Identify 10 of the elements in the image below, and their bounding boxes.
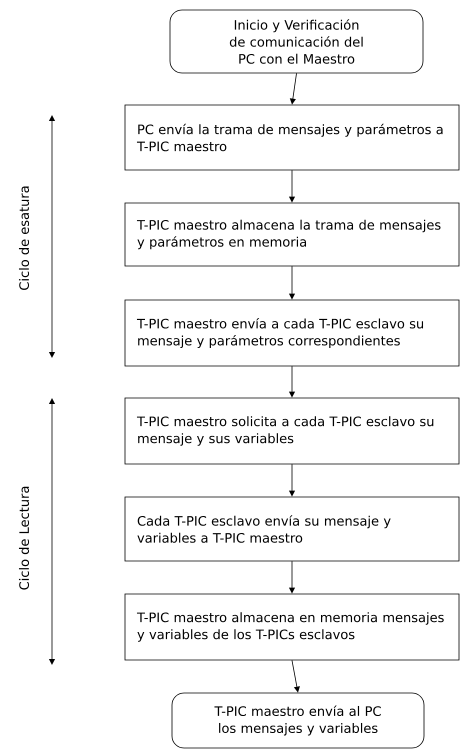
cycle-label: Ciclo de Lectura [18,486,30,590]
terminal-box: T-PIC maestro envía al PC los mensajes y variables [172,692,424,748]
process-box: PC envía la trama de mensajes y parámetros a T-PIC maestro [124,104,460,170]
process-box: T-PIC maestro almacena la trama de mensajes y parámetros en memoria [124,202,460,266]
process-box: T-PIC maestro envía a cada T-PIC esclavo su mensaje y parámetros correspondientes [124,300,460,366]
cycle-label: Ciclo de esatura [18,186,30,290]
terminal-box: Inicio y Verificación de comunicación del PC con el Maestro [170,10,424,74]
process-box: Cada T-PIC esclavo envía su mensaje y variables a T-PIC maestro [124,496,460,562]
process-box: T-PIC maestro solicita a cada T-PIC esclavo su mensaje y sus variables [124,398,460,464]
process-box: T-PIC maestro almacena en memoria mensajes y variables de los T-PICs esclavos [124,594,460,660]
